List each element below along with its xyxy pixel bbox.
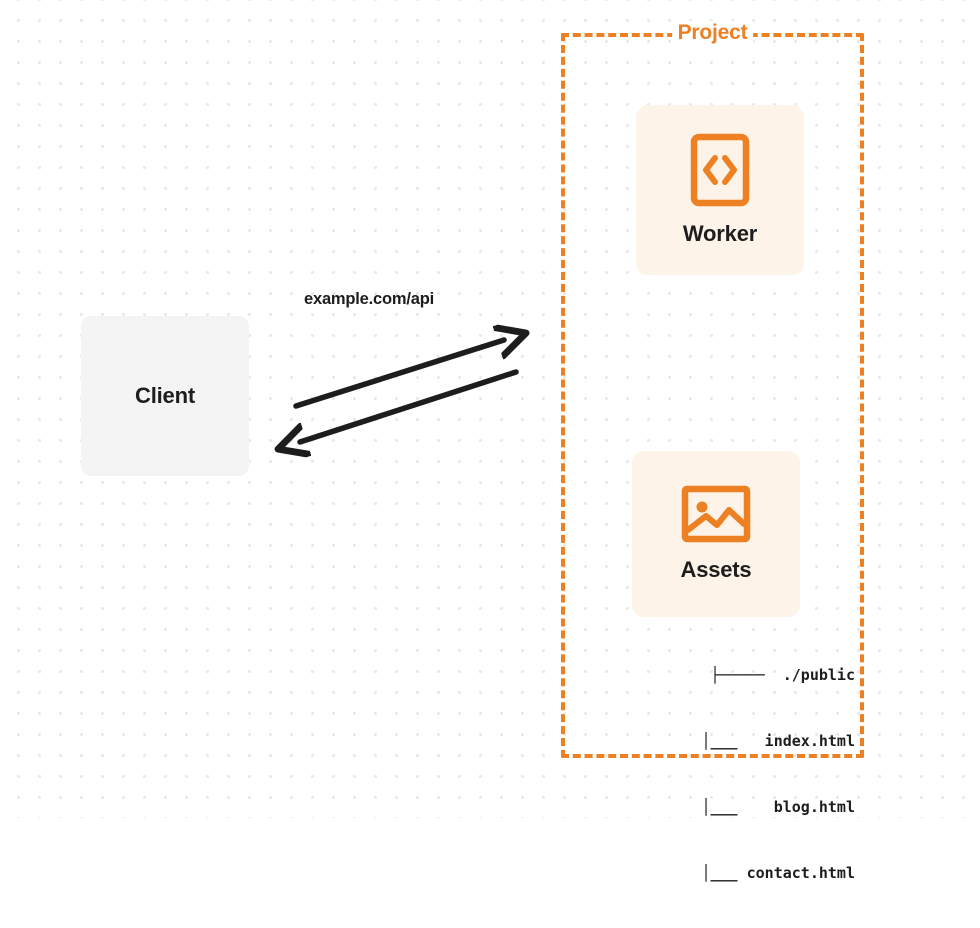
asset-file-tree: ├───── ./public │___ index.html │___ blo… xyxy=(610,620,855,928)
image-icon xyxy=(681,485,751,543)
worker-node-label: Worker xyxy=(682,221,758,246)
file-tree-row: │___ index.html xyxy=(656,732,855,750)
file-tree-row: │___ blog.html xyxy=(656,798,855,816)
client-node: Client xyxy=(81,316,249,476)
assets-node: Assets xyxy=(632,451,800,617)
project-boundary: Project Worker Assets xyxy=(561,21,864,882)
worker-node: Worker xyxy=(636,105,804,275)
response-arrow xyxy=(300,369,519,442)
assets-node-label: Assets xyxy=(680,557,752,582)
project-title: Project xyxy=(671,21,754,45)
request-arrow xyxy=(293,340,504,409)
diagram-canvas: Client example.com/api Project xyxy=(81,21,864,882)
file-tree-row: ├───── ./public xyxy=(710,666,856,684)
file-tree-row: │___ contact.html xyxy=(656,864,855,882)
connection-label: example.com/api xyxy=(304,290,434,308)
client-node-label: Client xyxy=(135,383,195,408)
code-brackets-icon xyxy=(690,133,750,207)
